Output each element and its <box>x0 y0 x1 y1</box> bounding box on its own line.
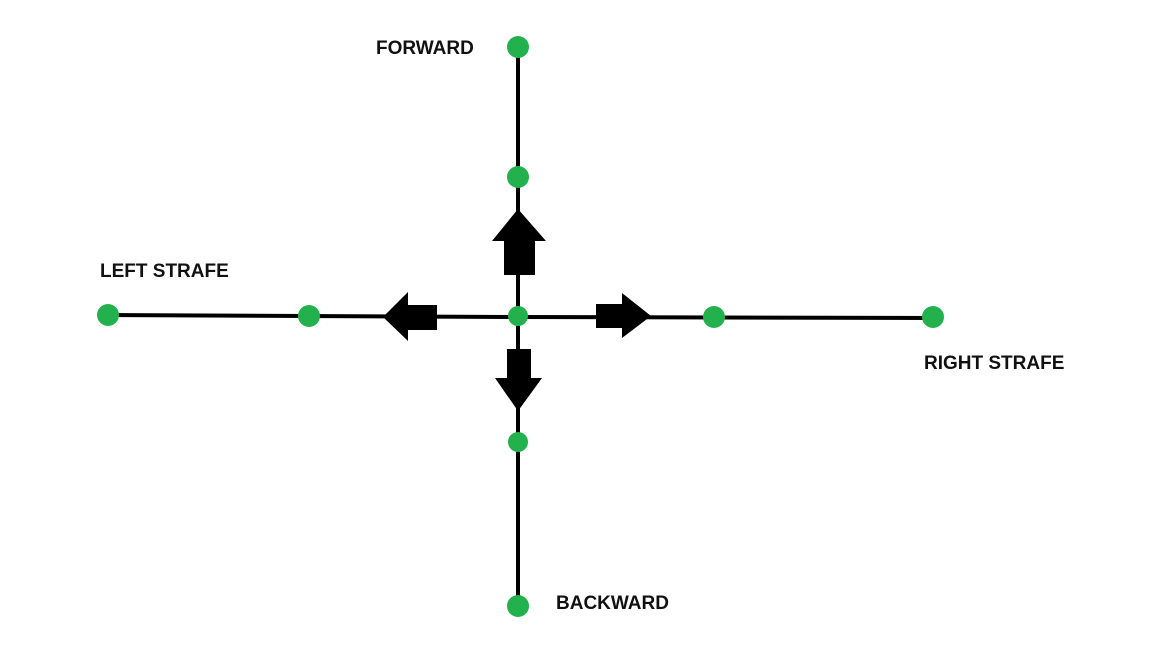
node-backward-mid <box>508 432 528 452</box>
node-right-mid <box>703 306 725 328</box>
horizontal-axis-line-right <box>517 315 934 320</box>
right-strafe-arrow-icon <box>596 293 651 338</box>
node-left-end <box>97 304 119 326</box>
left-strafe-label: LEFT STRAFE <box>100 261 229 282</box>
node-forward-end <box>507 36 529 58</box>
backward-arrow-icon <box>495 349 542 411</box>
backward-label: BACKWARD <box>556 593 669 614</box>
node-right-end <box>922 306 944 328</box>
node-left-mid <box>298 305 320 327</box>
node-backward-end <box>507 595 529 617</box>
forward-label: FORWARD <box>376 38 474 59</box>
nodes <box>97 36 944 617</box>
left-strafe-arrow-icon <box>383 292 437 341</box>
direction-arrows <box>383 209 651 411</box>
node-forward-mid <box>507 166 529 188</box>
forward-arrow-icon <box>492 209 546 275</box>
node-center <box>508 306 528 326</box>
axis-lines <box>107 47 934 607</box>
right-strafe-label: RIGHT STRAFE <box>924 353 1064 374</box>
